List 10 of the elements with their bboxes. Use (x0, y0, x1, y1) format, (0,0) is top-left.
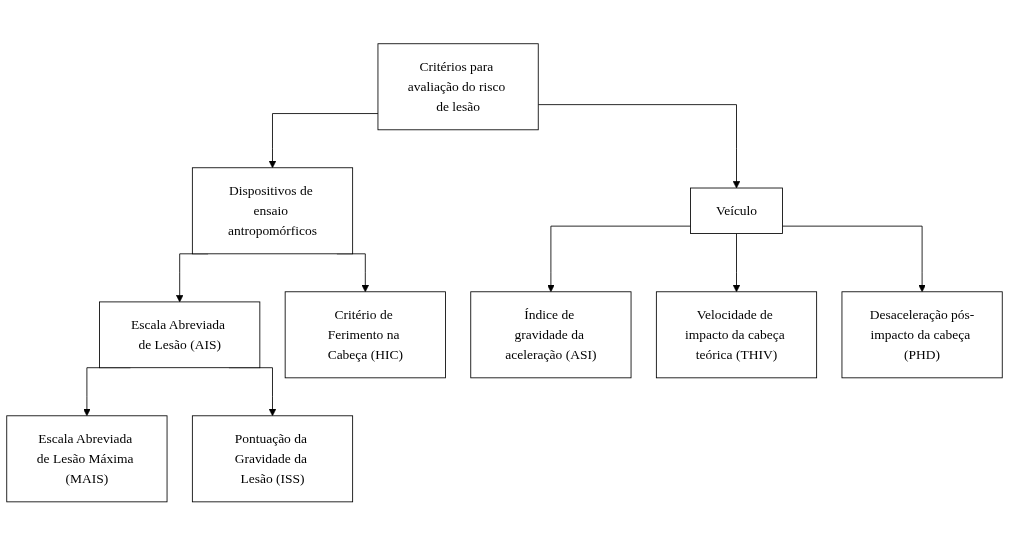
node-box: Escala Abreviada de Lesão (AIS) (99, 301, 261, 368)
node-box: Desaceleração pós-impacto da cabeça (PHD) (841, 291, 1003, 378)
node-box: Critérios para avaliação do risco de lesão (377, 43, 539, 130)
node-box: Critério de Ferimento na Cabeça (HIC) (284, 291, 446, 378)
node-box: Escala Abreviada de Lesão Máxima (MAIS) (6, 415, 168, 502)
node-box: Dispositivos de ensaio antropomórficos (191, 167, 354, 254)
node-box: Velocidade de impacto da cabeça teórica (THIV) (655, 291, 818, 378)
node-box: Índice de gravidade da aceleração (ASI) (470, 291, 632, 378)
node-box: Veículo (690, 187, 783, 234)
node-box: Pontuação da Gravidade da Lesão (ISS) (191, 415, 354, 502)
